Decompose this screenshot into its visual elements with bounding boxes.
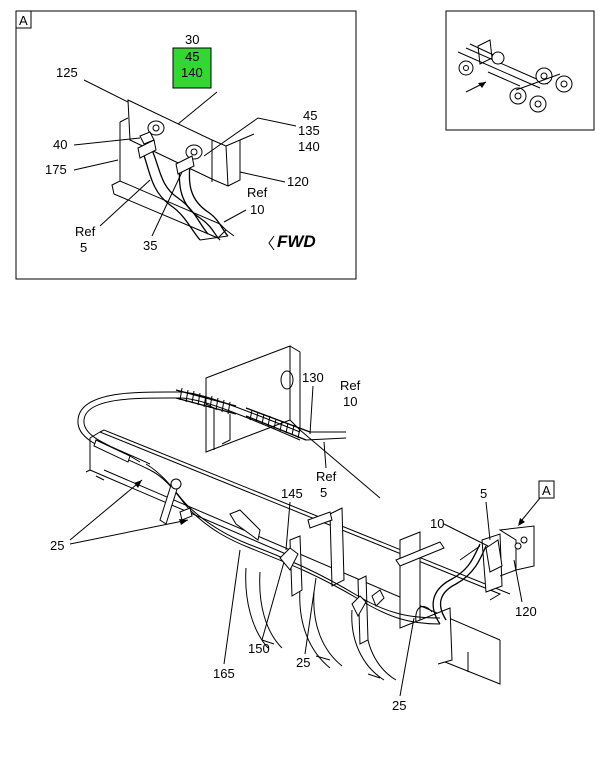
callout-175: 175 bbox=[45, 162, 67, 177]
main-view: 130 Ref 10 Ref 5 25 145 150 25 165 25 5 … bbox=[50, 345, 555, 713]
callout-a-letter: A bbox=[542, 483, 551, 498]
callout-40: 40 bbox=[53, 137, 67, 152]
main-hose bbox=[77, 387, 487, 625]
callout-ref5-ref: Ref bbox=[75, 224, 96, 239]
locator-view bbox=[445, 10, 595, 131]
callout-ref10-num-main: 10 bbox=[343, 394, 357, 409]
spring-assembly bbox=[245, 567, 397, 681]
callout-25-bottom: 25 bbox=[392, 698, 406, 713]
callout-10: 10 bbox=[430, 516, 444, 531]
detail-box-letter-frame bbox=[15, 10, 32, 29]
callout-120-detail: 120 bbox=[287, 174, 309, 189]
callout-140-highlight: 140 bbox=[181, 65, 203, 80]
callout-35: 35 bbox=[143, 238, 157, 253]
callout-135: 135 bbox=[298, 123, 320, 138]
fwd-marker: FWD bbox=[268, 232, 316, 251]
callout-145: 145 bbox=[281, 486, 303, 501]
chassis-locator-figure bbox=[457, 39, 573, 113]
callout-25-left: 25 bbox=[50, 538, 64, 553]
callout-165: 165 bbox=[213, 666, 235, 681]
hose-35 bbox=[137, 139, 229, 241]
fwd-text: FWD bbox=[277, 232, 316, 251]
frame-rail bbox=[85, 429, 511, 685]
callout-ref10-ref: Ref bbox=[247, 185, 268, 200]
callout-30: 30 bbox=[185, 32, 199, 47]
fitting-40 bbox=[139, 120, 165, 145]
callout-125: 125 bbox=[56, 65, 78, 80]
callout-ref10-num: 10 bbox=[250, 202, 264, 217]
callout-5: 5 bbox=[480, 486, 487, 501]
detail-view-a: A bbox=[15, 10, 357, 280]
callout-ref5-num-main: 5 bbox=[320, 485, 327, 500]
callout-140: 140 bbox=[298, 139, 320, 154]
callout-45-highlight: 45 bbox=[185, 49, 199, 64]
callout-ref5-num: 5 bbox=[80, 240, 87, 255]
callout-25-mid: 25 bbox=[296, 655, 310, 670]
cross-member bbox=[205, 345, 381, 499]
callout-ref5-ref-main: Ref bbox=[316, 469, 337, 484]
callout-45: 45 bbox=[303, 108, 317, 123]
fitting-45 bbox=[185, 144, 203, 160]
callout-130: 130 bbox=[302, 370, 324, 385]
callout-ref10-ref-main: Ref bbox=[340, 378, 361, 393]
callout-a-frame bbox=[538, 480, 555, 499]
highlight-box bbox=[172, 47, 212, 89]
detail-box-letter: A bbox=[19, 13, 28, 28]
hose-clips bbox=[179, 507, 503, 618]
callout-120-main: 120 bbox=[515, 604, 537, 619]
callout-150: 150 bbox=[248, 641, 270, 656]
